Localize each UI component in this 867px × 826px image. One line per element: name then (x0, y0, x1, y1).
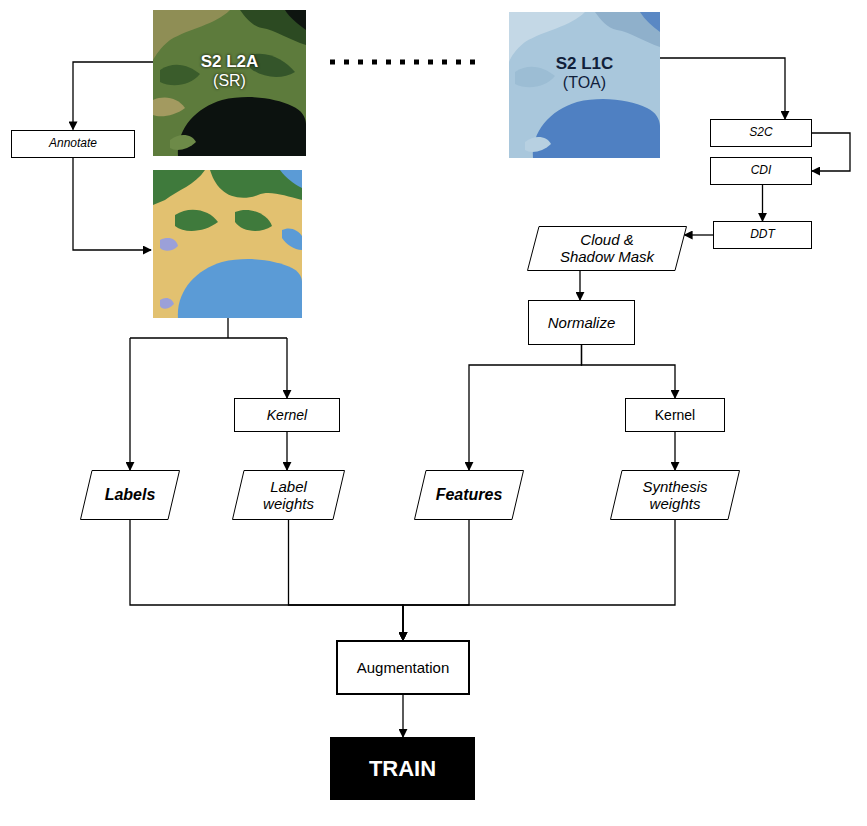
sr-satellite-image (153, 10, 306, 156)
parallelogram-shape (233, 471, 345, 520)
process-box: CDI (710, 157, 812, 185)
flow-arrow (403, 520, 469, 640)
flow-arrow (674, 432, 675, 470)
process-box: Annotate (11, 130, 135, 158)
flow-arrow (130, 520, 403, 640)
process-box: DDT (713, 221, 812, 249)
flow-arrow (402, 695, 403, 737)
flow-arrow (582, 345, 676, 398)
terminal-box: TRAIN (330, 737, 475, 800)
parallelogram-shape (611, 471, 740, 520)
node-label: S2 L1C (556, 54, 614, 74)
toa-satellite-image (509, 12, 660, 158)
node-label: Cloud & Shadow Mask (557, 231, 657, 266)
flow-arrow (289, 520, 404, 640)
dotted-link (330, 60, 484, 65)
process-box: Kernel (625, 398, 725, 432)
node-label: Synthesis weights (626, 478, 724, 513)
toa-image-node: S2 L1C(TOA) (509, 12, 660, 158)
node-label: S2 L2A (201, 52, 259, 72)
annotate-to-map-wire (73, 156, 151, 250)
process-box: Augmentation (336, 640, 470, 695)
flow-arrow (469, 345, 582, 470)
parallelogram-shape (528, 226, 687, 270)
node-label: Annotate (49, 137, 97, 151)
flow-arrow (73, 62, 153, 130)
map-to-labels-wire (129, 338, 130, 470)
node-label: Label weights (248, 478, 329, 513)
map-to-kernel-wire (286, 338, 287, 398)
flow-arrow (579, 271, 580, 301)
process-box: Normalize (528, 300, 635, 345)
data-parallelogram: Features (414, 470, 524, 520)
flow-arrow (812, 133, 850, 171)
data-parallelogram: Cloud & Shadow Mask (527, 226, 687, 271)
flow-arrow (762, 185, 763, 221)
node-label: Kernel (267, 407, 307, 423)
node-label: Features (436, 486, 503, 504)
node-label: TRAIN (369, 756, 436, 781)
node-label: (TOA) (563, 74, 606, 92)
flow-arrow (685, 234, 714, 235)
process-box: S2C (710, 119, 812, 147)
data-parallelogram: Labels (80, 470, 180, 520)
flow-arrow (286, 432, 287, 470)
node-label: Kernel (655, 407, 695, 423)
flow-arrow (403, 520, 675, 640)
node-label: (SR) (213, 72, 246, 90)
node-label: Labels (105, 486, 156, 504)
node-label: Augmentation (357, 659, 450, 676)
node-label: Normalize (548, 314, 616, 331)
parallelogram-shape (415, 471, 524, 520)
data-parallelogram: Label weights (232, 470, 345, 520)
sr-image-node: S2 L2A(SR) (153, 10, 306, 156)
node-label: DDT (750, 228, 775, 242)
node-label: CDI (751, 164, 772, 178)
data-parallelogram: Synthesis weights (610, 470, 740, 520)
map-split-wire (130, 318, 287, 338)
node-label: S2C (749, 126, 772, 140)
flow-arrow (660, 58, 785, 119)
parallelogram-shape (81, 471, 180, 520)
annotated-label-map (153, 170, 302, 318)
process-box: Kernel (234, 398, 340, 432)
